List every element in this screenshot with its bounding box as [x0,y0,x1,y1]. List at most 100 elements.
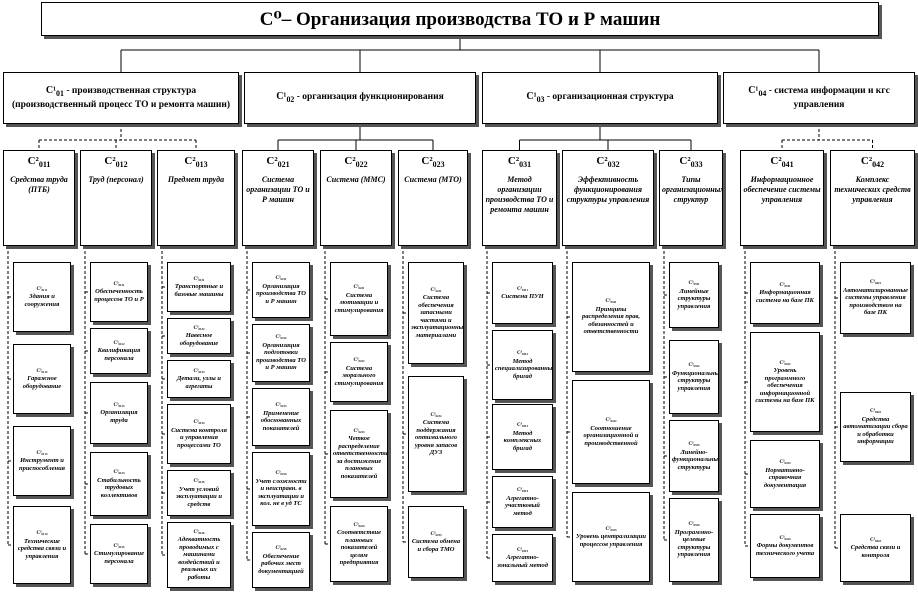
leaf-text: Информационная система на базе ПК [756,289,814,304]
leaf-code: C³₀₂₁₁ [275,276,287,281]
leaf-text: Средства связи и контроля [850,544,901,559]
leaf-code: C³₀₄₂₃ [869,537,882,543]
root-code: C⁰ [259,8,282,30]
leaf-code: C³₀₁₂₅ [113,543,125,549]
leaf-code: C³₀₁₁₄ [36,531,48,536]
level1-heading: C¹03 - организационная структура [489,91,711,106]
leaf-text: Организация подготовки производства ТО и… [256,341,306,372]
leaf-code: C³₀₂₃₁ [430,287,442,293]
level1-code: C¹ [45,84,57,96]
level1-code: C¹ [526,90,537,102]
leaf-text: Транспортные и базовые машины [174,283,224,298]
leaf-code: C³₀₃₃₃ [688,442,700,447]
leaf-code: C³₀₂₂₂ [353,358,365,363]
level1-title: - система информации и кгс управления [766,85,890,111]
leaf-text: Агрегатно-участковый метод [505,494,540,517]
leaf-code: C³₀₁₂₁ [113,281,125,287]
leaf-text: Агрегатно-зональный метод [497,554,548,569]
leaf-text: Адекватность проводимых с машинами возде… [177,536,221,581]
leaf-code: C³₀₃₂₁ [605,299,617,305]
leaf-code: C³₀₄₂₁ [869,280,882,286]
level2-code: C²022 [344,155,368,170]
level2-title: Эффективность функционирования структуры… [566,175,650,205]
leaf-code: C³₀₁₂₂ [113,340,125,346]
level1-sub: 03 [536,94,545,104]
level2-sub: 021 [277,160,290,170]
leaf-text: Уровень централизации процессов управлен… [576,533,646,548]
leaf-code: C³₀₁₃₃ [193,368,205,374]
level1-sub: 02 [286,94,295,104]
level1-sub: 04 [758,88,767,98]
level2-title: Предмет труда [167,175,225,185]
level2-sub: 031 [519,160,532,170]
level2-sub: 011 [38,160,51,170]
leaf-code: C³₀₄₁₃ [779,460,791,465]
level2-code: C²021 [266,155,290,170]
level2-title: Типы организационных структур [662,175,723,205]
leaf-text: Четкое распределение ответственности за … [333,435,388,480]
leaf-text: Здания и сооружения [24,293,60,308]
level2-sub: 032 [607,160,620,170]
leaf-text: Инструмент и приспособления [18,457,66,472]
leaf-code: C³₀₁₁₂ [36,368,48,374]
level2-sub: 022 [355,160,368,170]
level1-title: - организационная структура [544,91,674,102]
leaf-text: Система ПУН [501,293,544,300]
leaf-code: C³₀₁₃₆ [193,529,205,535]
leaf-text: Нормативно-справочная документация [763,466,807,489]
leaf-text: Система мотивации и стимулирования [334,291,384,314]
leaf-code: C³₀₁₃₄ [193,420,205,425]
leaf-text: Учет условий эксплуатации и средств [175,485,223,508]
leaf-text: Соотношение организационной и производст… [583,424,639,447]
level2-code: C²013 [184,155,208,170]
level2-code: C²023 [421,155,445,170]
leaf-code: C³₀₁₂₃ [113,402,125,408]
level2-code: C²032 [596,155,620,170]
level2-title: Средства труда (ПТБ) [10,175,68,195]
level1-node-4: C¹04 - система информации и кгс управлен… [723,72,915,124]
root-title: – Организация производства ТО и Р машин [281,8,661,30]
leaf-code: C³₀₃₁₂ [516,351,529,356]
level2-title: Система организации ТО и Р машин [246,175,310,205]
leaf-code: C³₀₂₁₃ [275,403,287,408]
level2-title: Система (МТО) [404,175,462,185]
leaf-text: Система обмена и сбора ТМО [411,538,461,553]
leaf-text: Организация труда [100,409,138,424]
leaf-code: C³₀₃₂₂ [605,418,617,423]
level1-node-2: C¹02 - организация функционирования [244,72,476,124]
leaf-code: C³₀₃₃₂ [688,363,700,368]
leaf-text: Стимулирование персонала [94,550,144,565]
leaf-text: Система поддержания оптимального уровня … [414,419,458,456]
level2-code: C²011 [27,155,51,170]
level2-sub: 042 [872,160,885,170]
leaf-text: Квалификация персонала [97,347,141,362]
